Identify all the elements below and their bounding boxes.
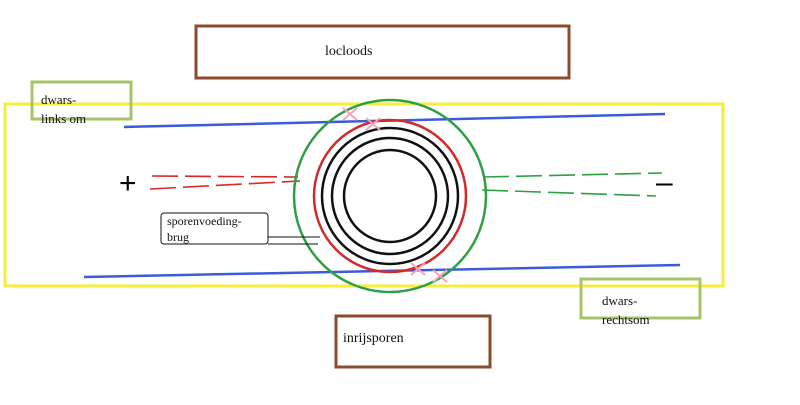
sporenvoeding-label-line2: brug <box>167 230 189 244</box>
dwars-links-om-label-line1: dwars- <box>41 92 76 107</box>
black-circle-1 <box>320 126 460 266</box>
dwars-links-om-box: dwars- links om <box>30 80 133 126</box>
sporenvoeding-label-line1: sporenvoeding- <box>167 214 242 228</box>
locloods-box: locloods <box>194 24 571 80</box>
dwars-rechtsom-box: dwars- rechtsom <box>579 277 702 327</box>
dwars-rechtsom-label-line1: dwars- <box>602 293 637 308</box>
inrijsporen-label: inrijsporen <box>343 331 404 346</box>
plus-sign: + <box>119 167 137 200</box>
red-circle <box>312 118 468 274</box>
inrijsporen-box: inrijsporen <box>334 314 492 369</box>
sporenvoedingbrug-callout: sporenvoeding- brug <box>160 212 320 245</box>
minus-sign: – <box>656 166 673 199</box>
black-circle-2 <box>330 136 450 256</box>
dwars-links-om-label-line2: links om <box>41 111 86 126</box>
outer-green-circle <box>292 98 488 294</box>
pink-crosses <box>342 107 448 283</box>
locloods-label: locloods <box>325 44 372 59</box>
black-circle-3 <box>342 148 438 244</box>
green-feed-lines <box>481 172 663 197</box>
red-feed-lines <box>149 175 301 190</box>
dwars-rechtsom-label-line2: rechtsom <box>602 312 650 327</box>
